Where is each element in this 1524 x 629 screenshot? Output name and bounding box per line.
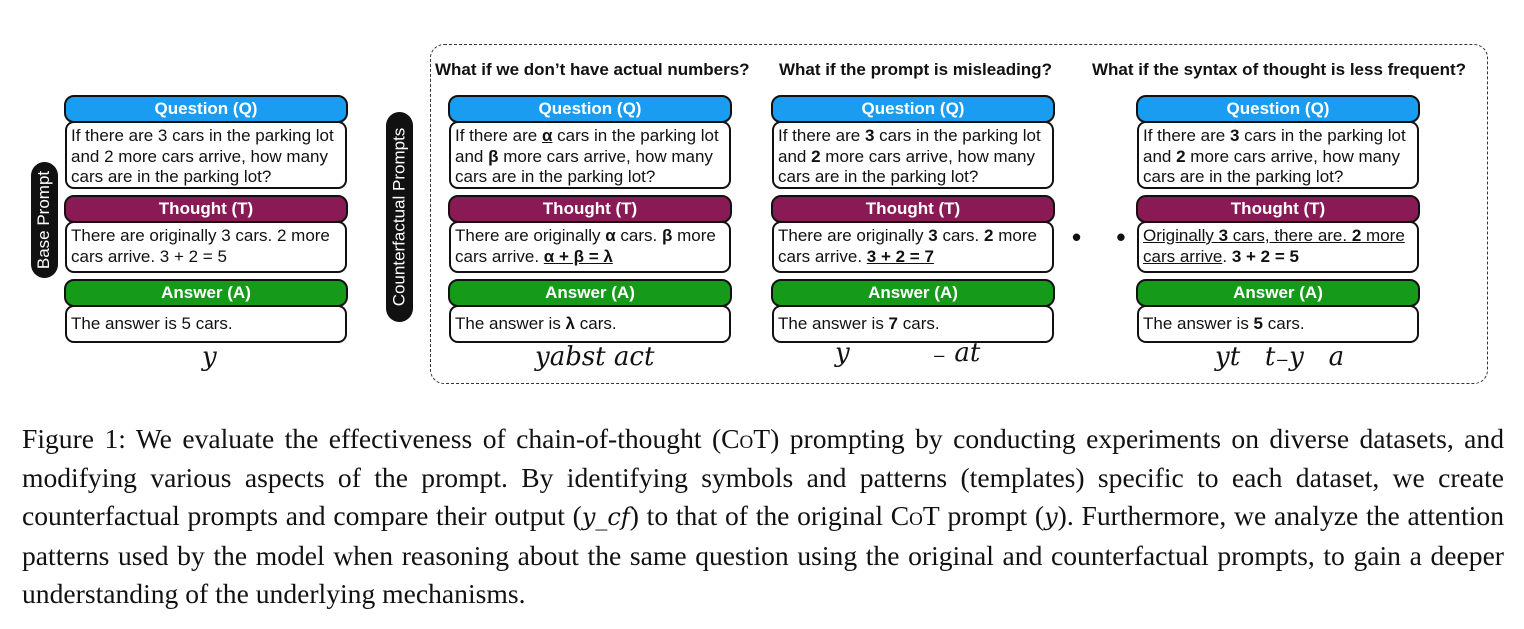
question-text: If there are 3 cars in the parking lot a…	[772, 121, 1054, 189]
prompt-column-misleading: Question (Q) If there are 3 cars in the …	[771, 95, 1055, 343]
question-text: If there are 3 cars in the parking lot a…	[65, 121, 347, 189]
thought-text: There are originally 3 cars. 2 more cars…	[65, 221, 347, 273]
question-text: If there are 3 cars in the parking lot a…	[1137, 121, 1419, 189]
answer-text: The answer is 5 cars.	[65, 305, 347, 343]
heading-misleading: What if the prompt is misleading?	[779, 60, 1052, 79]
heading-abstract: What if we don’t have actual numbers?	[435, 60, 750, 79]
output-label-syntax: yt t₋y a	[1215, 342, 1345, 372]
thought-text: There are originally α cars. β more cars…	[449, 221, 731, 273]
prompt-column-base: Question (Q) If there are 3 cars in the …	[64, 95, 348, 343]
thought-header: Thought (T)	[64, 195, 348, 223]
base-prompt-label: Base Prompt	[31, 162, 58, 278]
prompt-column-abstract: Question (Q) If there are α cars in the …	[448, 95, 732, 343]
answer-text: The answer is λ cars.	[449, 305, 731, 343]
thought-header: Thought (T)	[448, 195, 732, 223]
counterfactual-prompts-label: Counterfactual Prompts	[386, 112, 413, 322]
question-header: Question (Q)	[1136, 95, 1420, 123]
question-header: Question (Q)	[771, 95, 1055, 123]
heading-syntax: What if the syntax of thought is less fr…	[1092, 60, 1467, 79]
answer-header: Answer (A)	[448, 279, 732, 307]
answer-header: Answer (A)	[1136, 279, 1420, 307]
thought-header: Thought (T)	[771, 195, 1055, 223]
answer-header: Answer (A)	[771, 279, 1055, 307]
answer-header: Answer (A)	[64, 279, 348, 307]
question-header: Question (Q)	[448, 95, 732, 123]
question-header: Question (Q)	[64, 95, 348, 123]
prompt-column-syntax: Question (Q) If there are 3 cars in the …	[1136, 95, 1420, 343]
output-label-abstract: yabst act	[535, 342, 655, 372]
answer-text: The answer is 5 cars.	[1137, 305, 1419, 343]
thought-text: There are originally 3 cars. 2 more cars…	[772, 221, 1054, 273]
thought-header: Thought (T)	[1136, 195, 1420, 223]
output-label-base: y	[202, 342, 217, 372]
output-label-misleading: y ₋ at	[835, 338, 981, 368]
thought-text: Originally 3 cars, there are. 2 more car…	[1137, 221, 1419, 273]
figure-caption: Figure 1: We evaluate the effectiveness …	[22, 423, 1504, 609]
question-text: If there are α cars in the parking lot a…	[449, 121, 731, 189]
answer-text: The answer is 7 cars.	[772, 305, 1054, 343]
counterfactual-group-frame	[430, 44, 1488, 384]
